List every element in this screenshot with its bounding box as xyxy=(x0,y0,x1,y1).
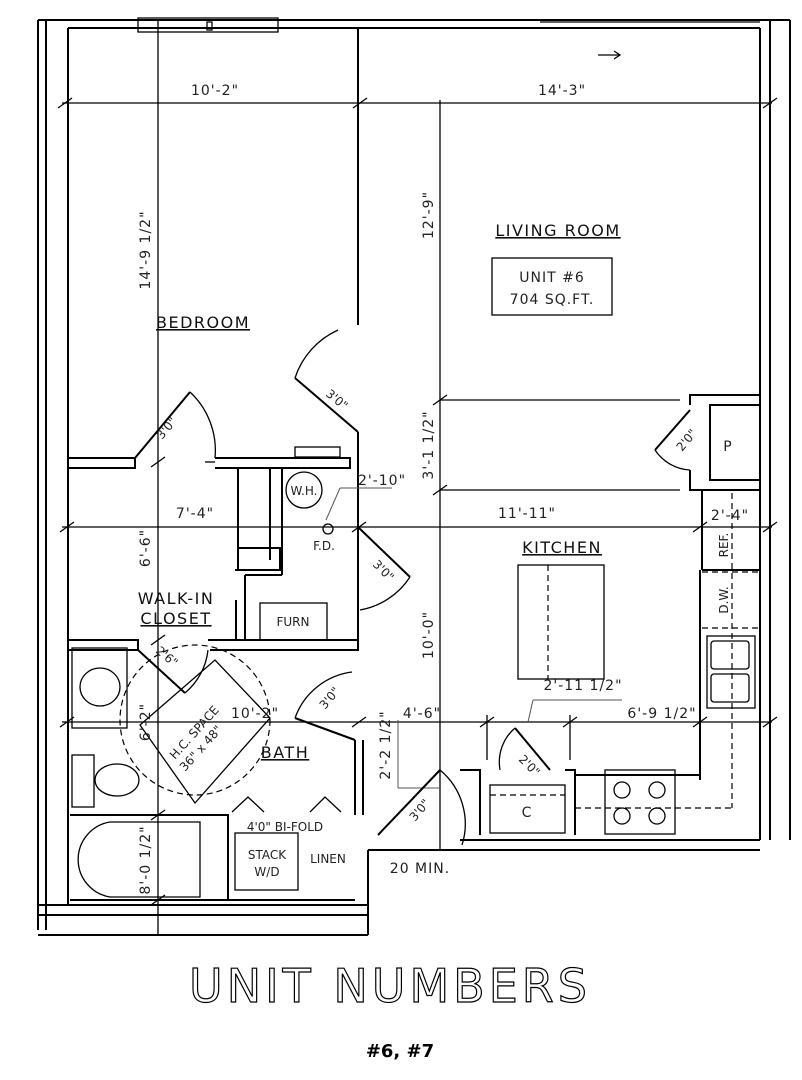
coat-closet xyxy=(489,784,566,834)
water-heater-icon xyxy=(285,471,323,509)
hc-space xyxy=(139,659,271,805)
unit-box xyxy=(491,257,613,316)
dim-pantry-offset: 3'-1 1/2" xyxy=(421,410,437,479)
kitchen-island xyxy=(517,564,605,680)
dim-hall-depth: 2'-2 1/2" xyxy=(378,710,394,779)
toilet-icon xyxy=(94,763,140,797)
door-label-pantry: 2'0" xyxy=(674,426,700,453)
dim-kitchen-width: 11'-11" xyxy=(498,506,556,522)
stack-wd xyxy=(234,832,299,891)
hc-turning-circle xyxy=(119,644,271,796)
toilet-tank xyxy=(71,754,95,808)
dim-hall-width: 4'-6" xyxy=(403,706,441,722)
dim-island-gap: 2'-11 1/2" xyxy=(543,678,622,694)
unit-numbers: #6, #7 xyxy=(366,1041,434,1062)
floor-drain-label: F.D. xyxy=(313,539,335,553)
vanity-icon xyxy=(71,647,128,729)
bathtub-icon xyxy=(77,821,201,898)
furnace-label: FURN xyxy=(277,615,310,629)
dishwasher-label: D.W. xyxy=(717,586,731,613)
dim-counter-width: 6'-9 1/2" xyxy=(627,706,696,722)
dim-living-width: 14'-3" xyxy=(538,83,586,99)
door-label-bath: 3'0" xyxy=(317,684,343,711)
room-bath: BATH xyxy=(261,743,309,762)
pantry-label: P xyxy=(723,439,732,455)
dim-min-clear: 20 MIN. xyxy=(390,861,450,877)
dim-kitchen-depth: 10'-0" xyxy=(421,611,437,659)
room-bedroom: BEDROOM xyxy=(156,313,250,332)
linen-label: LINEN xyxy=(310,852,346,866)
dim-bedroom-depth: 14'-9 1/2" xyxy=(138,210,154,289)
dim-closet-width: 7'-4" xyxy=(176,506,214,522)
stack-label-line2: W/D xyxy=(254,865,279,879)
refrigerator-label: REF. xyxy=(717,533,731,558)
room-closet-line2: CLOSET xyxy=(140,609,211,628)
dimension-labels: 10'-2" 14'-3" 14'-9 1/2" 12'-9" 3'-1 1/2… xyxy=(138,83,749,895)
floor-drain-icon xyxy=(322,523,334,535)
dim-wh-clear: 2'-10" xyxy=(358,473,406,489)
dim-bath-width: 10'-2" xyxy=(231,706,279,722)
door-label-bedroom: 3'0" xyxy=(323,387,350,413)
dim-living-depth: 12'-9" xyxy=(421,191,437,239)
range-icon xyxy=(604,769,676,835)
interior-walls xyxy=(68,28,761,901)
fixtures xyxy=(71,257,760,898)
water-heater-label: W.H. xyxy=(291,484,318,498)
dim-bath-depth: 6'-2" xyxy=(138,703,154,741)
drawing-title: UNIT NUMBERS xyxy=(189,959,591,1013)
dimension-lines xyxy=(57,20,778,935)
dim-ref-width: 2'-4" xyxy=(711,508,749,524)
fixture-labels: P W.H. F.D. REF. D.W. FURN C H.C. SPACE … xyxy=(167,439,732,879)
room-labels: LIVING ROOM UNIT #6 704 SQ.FT. BEDROOM K… xyxy=(138,221,620,762)
furnace-box xyxy=(259,602,328,641)
sink-icon xyxy=(706,635,756,709)
unit-box-line2: 704 SQ.FT. xyxy=(510,292,595,308)
room-living: LIVING ROOM xyxy=(495,221,620,240)
dim-tub-depth: 8'-0 1/2" xyxy=(138,825,154,894)
exterior-walls xyxy=(37,17,791,936)
bifold-label: 4'0" BI-FOLD xyxy=(247,820,323,834)
room-kitchen: KITCHEN xyxy=(522,538,602,557)
dim-closet-depth: 6'-6" xyxy=(138,529,154,567)
stack-label-line1: STACK xyxy=(248,848,287,862)
coat-label: C xyxy=(522,805,533,821)
doors xyxy=(134,329,691,846)
room-closet-line1: WALK-IN xyxy=(138,589,215,608)
unit-box-line1: UNIT #6 xyxy=(519,270,585,286)
dim-bedroom-width: 10'-2" xyxy=(191,83,239,99)
